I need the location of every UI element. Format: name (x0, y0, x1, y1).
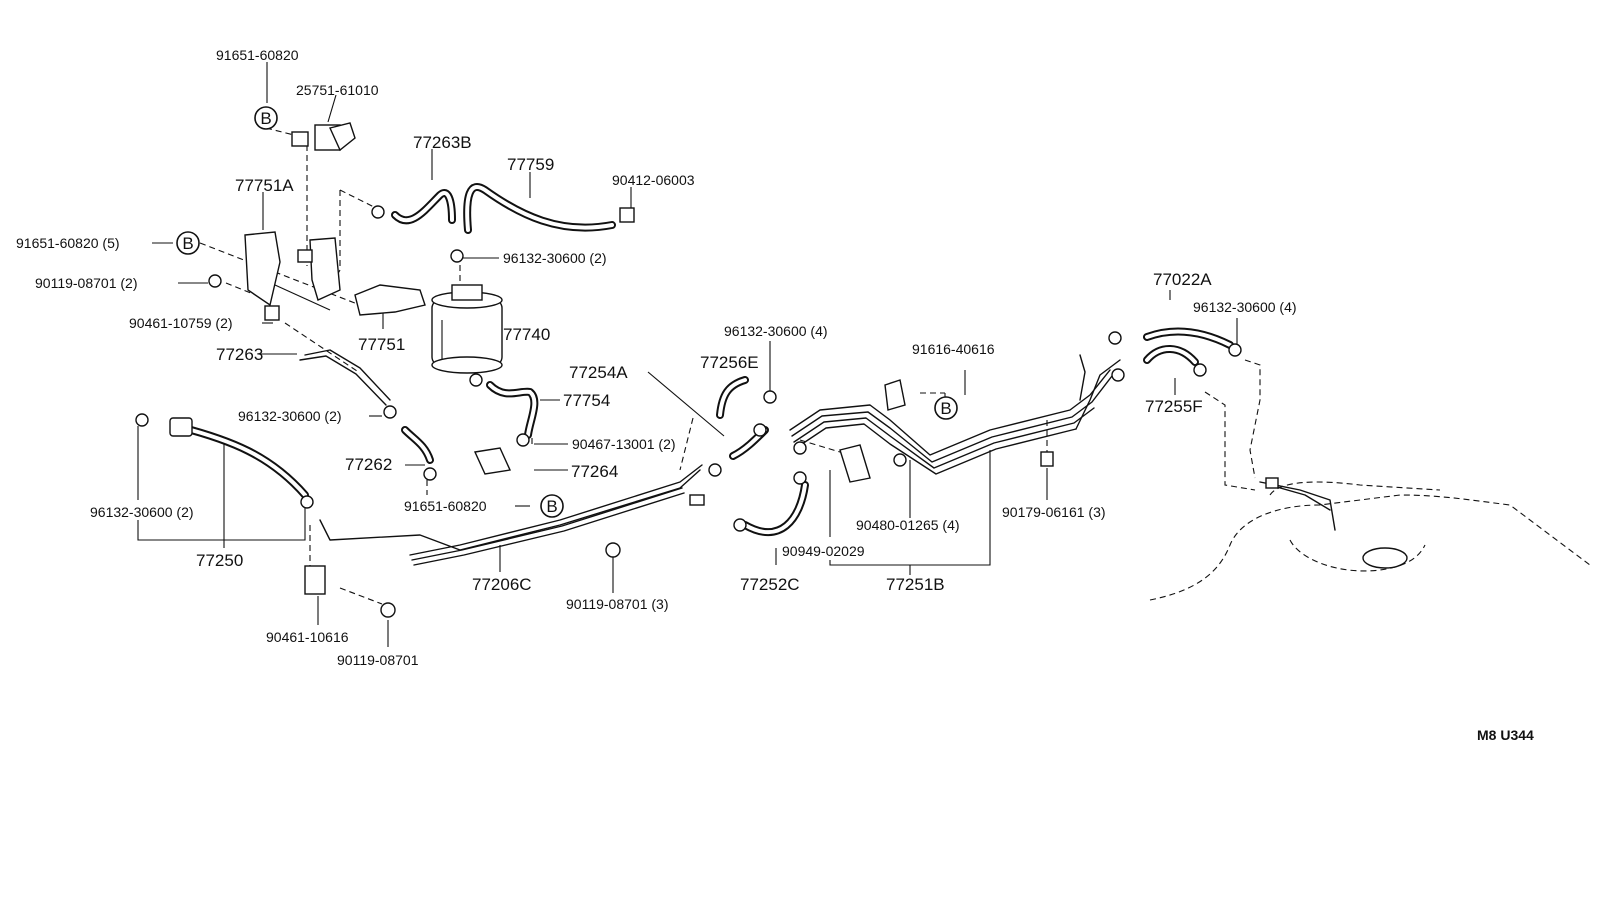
label-77252c: 77252C (740, 575, 800, 594)
pipes (299, 349, 1121, 566)
callout-b-bottom: B (540, 494, 564, 518)
label-96132-30600-2-left: 96132-30600 (2) (90, 504, 194, 520)
label-77759: 77759 (507, 155, 554, 174)
label-90949-02029: 90949-02029 (782, 543, 865, 559)
clamp (423, 467, 437, 481)
clamp (793, 441, 807, 455)
clamp (793, 471, 807, 485)
bolt-90119-bottom (380, 602, 396, 618)
label-91651-60820-bottom: 91651-60820 (404, 498, 487, 514)
label-90119-08701-2: 90119-08701 (2) (35, 275, 137, 291)
svg-text:B: B (260, 109, 271, 128)
label-77022a: 77022A (1153, 270, 1212, 289)
clamp-90949 (839, 444, 871, 483)
nut-90461 (264, 305, 280, 321)
label-77751: 77751 (358, 335, 405, 354)
label-90119-08701-3: 90119-08701 (3) (566, 596, 668, 612)
label-96132-30600-4-mid: 96132-30600 (4) (724, 323, 828, 339)
label-77255f: 77255F (1145, 397, 1203, 416)
clamp (450, 249, 464, 263)
label-25751-61010: 25751-61010 (296, 82, 379, 98)
clamp (893, 453, 907, 467)
clamp (763, 390, 777, 404)
charcoal-canister-77740 (431, 284, 503, 374)
label-90461-10616: 90461-10616 (266, 629, 349, 645)
clamp (1111, 368, 1125, 382)
label-90179-06161-3: 90179-06161 (3) (1002, 504, 1106, 520)
bolt-90119-left (208, 274, 222, 288)
clamp (300, 495, 314, 509)
bolt-bracket (297, 249, 313, 263)
callout-b-top: B (254, 106, 278, 130)
filler-fitting (169, 417, 193, 437)
svg-text:B: B (182, 234, 193, 253)
label-77256e: 77256E (700, 353, 759, 372)
clamp (733, 518, 747, 532)
callout-b-right: B (934, 396, 958, 420)
label-96132-30600-4-right: 96132-30600 (4) (1193, 299, 1297, 315)
union-fitting (689, 494, 705, 506)
clamp (383, 405, 397, 419)
label-77250: 77250 (196, 551, 243, 570)
cap-90412 (619, 207, 635, 223)
label-77754: 77754 (563, 391, 610, 410)
clamp (371, 205, 385, 219)
clamp (516, 433, 530, 447)
clamp (135, 413, 149, 427)
svg-text:B: B (940, 399, 951, 418)
clip-90179 (1040, 451, 1054, 467)
clamp (1193, 363, 1207, 377)
label-77263b: 77263B (413, 133, 472, 152)
label-90480-01265-4: 90480-01265 (4) (856, 517, 960, 533)
fuel-tank-outline (1149, 477, 1591, 601)
hoses (176, 183, 1234, 537)
clamp (469, 373, 483, 387)
label-77751a: 77751A (235, 176, 294, 195)
label-77251b: 77251B (886, 575, 945, 594)
label-91616-40616: 91616-40616 (912, 341, 995, 357)
clamp (753, 423, 767, 437)
label-77740: 77740 (503, 325, 550, 344)
bracket-90461-10616 (304, 565, 326, 595)
clamp-77264 (473, 447, 512, 475)
label-96132-30600-2-mid: 96132-30600 (2) (238, 408, 342, 424)
label-96132-30600-2-top: 96132-30600 (2) (503, 250, 607, 266)
label-77254a: 77254A (569, 363, 628, 382)
label-91651-60820-top: 91651-60820 (216, 47, 299, 63)
bolt-90119-mid (605, 542, 621, 558)
callout-b-left: B (176, 231, 200, 255)
label-90119-08701: 90119-08701 (337, 652, 419, 668)
label-77206c: 77206C (472, 575, 532, 594)
part-labels: 91651-60820 25751-61010 77263B 77759 904… (16, 47, 1534, 743)
label-77263: 77263 (216, 345, 263, 364)
clamp-91616 (884, 379, 906, 411)
label-77262: 77262 (345, 455, 392, 474)
clamp (708, 463, 722, 477)
label-91651-60820-5: 91651-60820 (5) (16, 235, 120, 251)
bolt-top (291, 131, 309, 147)
bracket-77751 (354, 284, 426, 316)
label-90461-10759-2: 90461-10759 (2) (129, 315, 233, 331)
valve-25751-61010 (314, 122, 356, 152)
bracket-77751a (244, 231, 341, 311)
label-90467-13001-2: 90467-13001 (2) (572, 436, 676, 452)
parts (135, 122, 1242, 618)
label-77264: 77264 (571, 462, 618, 481)
diagram-reference-code: M8 U344 (1477, 727, 1534, 743)
label-90412-06003: 90412-06003 (612, 172, 695, 188)
clamp (1108, 331, 1122, 345)
clamp (1228, 343, 1242, 357)
svg-text:B: B (546, 497, 557, 516)
